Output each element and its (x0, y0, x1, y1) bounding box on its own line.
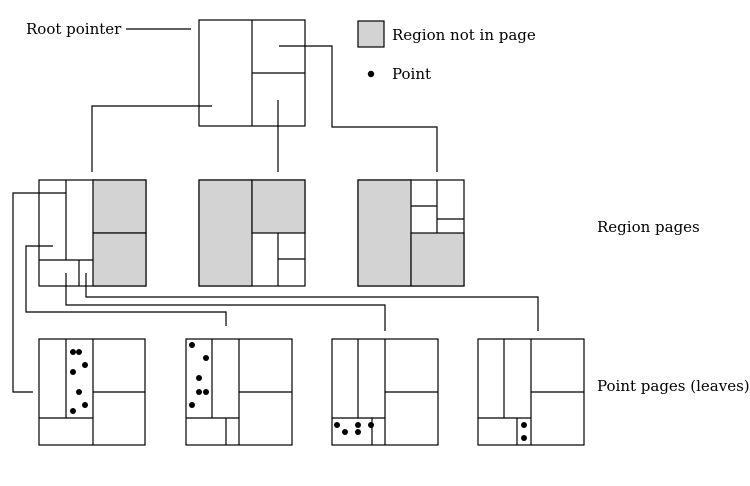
region1-to-leaf-4 (85, 273, 539, 331)
point-pages-label: Point pages (leaves) (597, 377, 750, 395)
legend-point-dot (367, 70, 375, 78)
point-page-2 (185, 338, 293, 446)
point-page-3 (331, 338, 439, 446)
region1-to-leaf-1 (12, 192, 66, 393)
region-page-2 (198, 179, 306, 287)
root-to-region-1 (91, 105, 212, 172)
region1-to-leaf-2 (25, 245, 227, 326)
region-page-1 (38, 179, 147, 287)
region-page-3 (357, 179, 465, 287)
legend-shaded-swatch (357, 20, 385, 48)
region-pages-label: Region pages (597, 218, 700, 236)
point-page-4 (477, 338, 585, 446)
root-to-region-3 (279, 45, 438, 172)
point-page-1 (38, 338, 146, 446)
legend-point: Point (392, 65, 431, 83)
region1-to-leaf-3 (65, 273, 386, 331)
root-page (198, 19, 306, 127)
root-pointer-label: Root pointer (26, 20, 122, 38)
legend-region-not-in-page: Region not in page (392, 26, 536, 44)
